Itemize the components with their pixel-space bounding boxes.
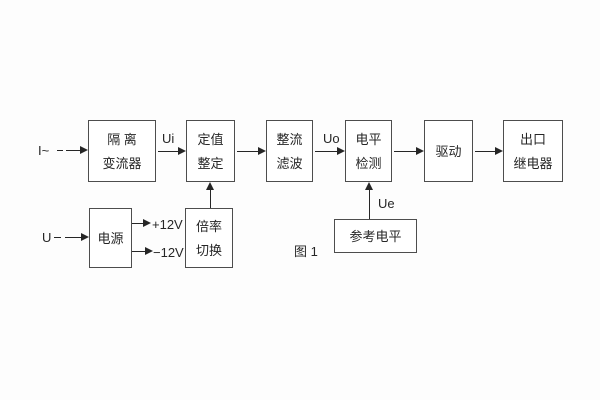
block-ratio-switch: 倍率 切换 — [185, 208, 233, 268]
block-driver: 驱动 — [424, 120, 473, 182]
signal-label-minus-12v: −12V — [153, 245, 184, 260]
block-label-line: 整流 — [276, 131, 303, 147]
arrow-line — [237, 151, 258, 152]
block-label-line: 参考电平 — [349, 228, 402, 244]
block-label-line: 隔 离 — [107, 131, 137, 147]
arrow-line — [158, 151, 178, 152]
arrow-line — [54, 237, 61, 238]
block-label-line: 出口 — [519, 131, 546, 147]
block-power-supply: 电源 — [89, 208, 132, 268]
arrowhead-right-icon — [337, 147, 345, 155]
block-label-line: 倍率 — [195, 218, 222, 234]
arrow-line — [132, 251, 145, 252]
arrow-line — [394, 151, 416, 152]
arrow-line — [315, 151, 337, 152]
block-rectifier-filter: 整流 滤波 — [266, 120, 313, 182]
block-label-line: 电平 — [355, 131, 382, 147]
arrow-line — [57, 150, 63, 151]
signal-label-voltage-input: U — [42, 230, 52, 245]
block-label-line: 整定 — [197, 155, 224, 171]
arrow-line — [369, 190, 370, 219]
block-level-detect: 电平 检测 — [345, 120, 392, 182]
arrowhead-up-icon — [365, 182, 373, 190]
arrow-line — [66, 150, 81, 151]
block-label-line: 电源 — [97, 230, 124, 246]
arrow-line — [475, 151, 495, 152]
figure-caption: 图 1 — [294, 244, 318, 259]
arrow-line — [132, 223, 143, 224]
block-label-line: 定值 — [197, 131, 224, 147]
block-label-line: 检测 — [355, 155, 382, 171]
signal-label-current-input: I~ — [38, 143, 50, 158]
arrow-line — [210, 190, 211, 208]
arrowhead-up-icon — [206, 182, 214, 190]
arrowhead-right-icon — [495, 147, 503, 155]
block-label-line: 滤波 — [276, 155, 303, 171]
block-setting-adjust: 定值 整定 — [186, 120, 235, 182]
arrowhead-right-icon — [258, 147, 266, 155]
signal-label-ui: Ui — [162, 131, 175, 146]
arrow-line — [65, 237, 81, 238]
arrowhead-right-icon — [81, 233, 89, 241]
block-label-line: 驱动 — [435, 143, 462, 159]
arrowhead-right-icon — [80, 146, 88, 154]
block-reference-level: 参考电平 — [334, 219, 417, 253]
arrowhead-right-icon — [178, 147, 186, 155]
block-output-relay: 出口 继电器 — [503, 120, 563, 182]
block-isolation-converter: 隔 离 变流器 — [88, 120, 156, 182]
block-label-line: 继电器 — [513, 155, 553, 171]
signal-label-plus-12v: +12V — [152, 217, 183, 232]
arrowhead-right-icon — [143, 219, 151, 227]
signal-label-ue: Ue — [378, 196, 395, 211]
block-label-line: 切换 — [195, 242, 222, 258]
block-label-line: 变流器 — [102, 155, 142, 171]
arrowhead-right-icon — [145, 247, 153, 255]
signal-label-uo: Uo — [323, 131, 340, 146]
arrowhead-right-icon — [416, 147, 424, 155]
